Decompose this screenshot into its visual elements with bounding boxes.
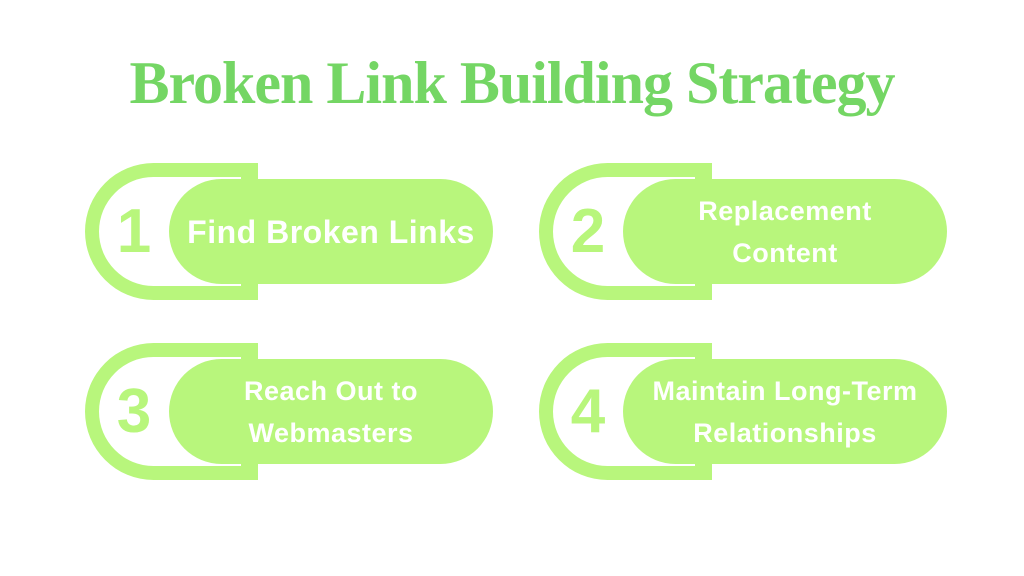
step-2-label-line-2: Content — [732, 237, 838, 268]
step-1: 1 Find Broken Links — [85, 163, 493, 300]
step-3-number: 3 — [116, 377, 152, 446]
page-title: Broken Link Building Strategy — [129, 50, 895, 116]
step-4-label-line-1: Maintain Long-Term — [652, 375, 918, 406]
step-2-label-line-1: Replacement — [698, 195, 872, 226]
step-4-label-line-2: Relationships — [693, 417, 877, 448]
step-4-label-pill: Maintain Long-Term Relationships — [623, 359, 947, 464]
step-2: 2 Replacement Content — [539, 163, 947, 300]
step-1-number: 1 — [116, 197, 152, 266]
step-3-label-line-2: Webmasters — [248, 417, 414, 448]
step-3: 3 Reach Out to Webmasters — [85, 343, 493, 480]
step-1-label-pill: Find Broken Links — [169, 179, 493, 284]
step-4-number: 4 — [570, 377, 606, 446]
step-3-label-line-1: Reach Out to — [243, 375, 418, 406]
step-3-label-pill: Reach Out to Webmasters — [169, 359, 493, 464]
step-2-number: 2 — [570, 197, 606, 266]
step-1-label-line-1: Find Broken Links — [187, 213, 475, 250]
step-2-label-pill: Replacement Content — [623, 179, 947, 284]
step-4: 4 Maintain Long-Term Relationships — [539, 343, 947, 480]
